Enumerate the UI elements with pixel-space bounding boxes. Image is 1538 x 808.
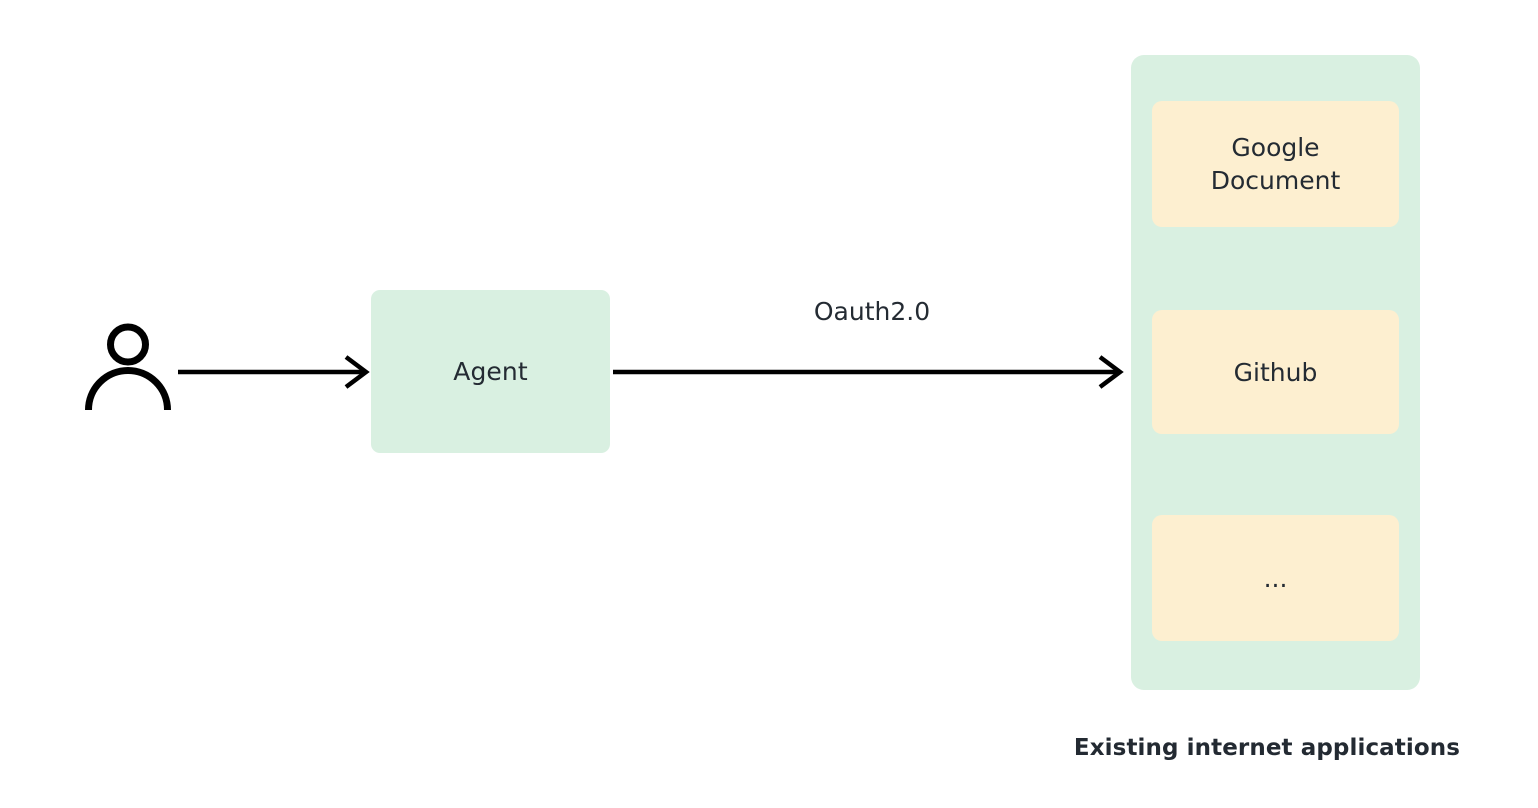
application-card-label: Github [1233, 357, 1318, 387]
applications-caption: Existing internet applications [1073, 735, 1461, 761]
edge-label-oauth: Oauth2.0 [813, 297, 931, 326]
arrow-user-to-agent [178, 355, 370, 389]
application-card-label: Google Document [1210, 133, 1341, 195]
agent-node[interactable]: Agent [371, 290, 610, 453]
application-card-label: ... [1263, 563, 1288, 593]
application-card[interactable]: ... [1152, 515, 1399, 641]
agent-node-label: Agent [453, 357, 528, 386]
applications-panel: Google Document Github ... [1131, 55, 1420, 690]
application-card[interactable]: Google Document [1152, 101, 1399, 227]
arrow-agent-to-applications [613, 355, 1124, 389]
person-icon-glyph [85, 323, 171, 411]
application-card[interactable]: Github [1152, 310, 1399, 434]
person-icon [82, 322, 174, 414]
